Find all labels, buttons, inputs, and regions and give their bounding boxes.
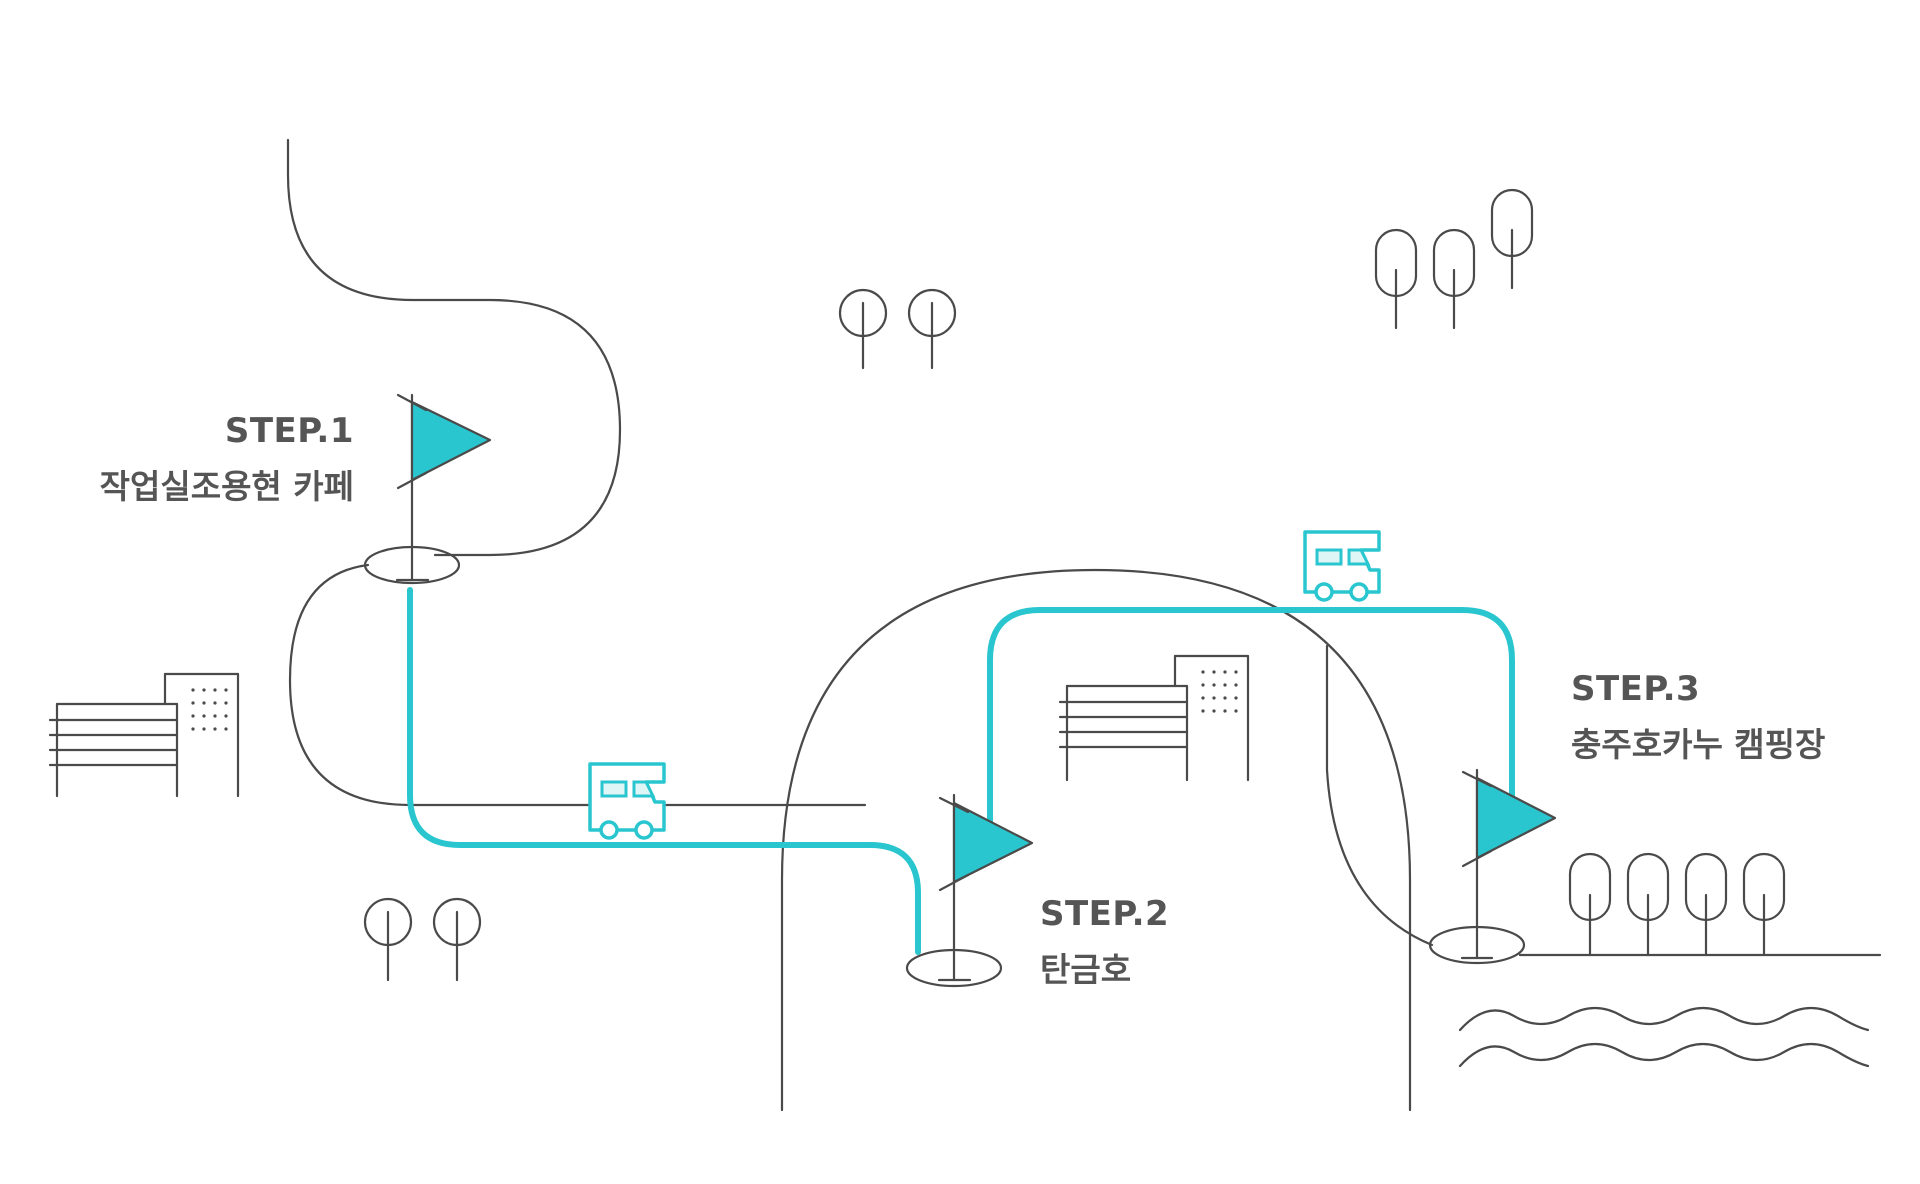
campervan-icon [588, 762, 666, 840]
tree-icon [1374, 228, 1418, 330]
building-icon [1058, 654, 1250, 782]
step-3-label: STEP.3 [1571, 669, 1701, 709]
step-2-label: STEP.2 [1040, 894, 1170, 934]
flag-icon [905, 793, 1034, 988]
tree-icon [432, 897, 482, 982]
step-2-place-name: 탄금호 [1040, 950, 1132, 989]
building-icon [48, 672, 240, 798]
road-lines [286, 138, 1882, 1112]
water-wave-icon [1458, 1006, 1870, 1068]
flag-icon [1428, 768, 1557, 965]
tree-icon [1684, 852, 1728, 957]
tree-icon [1568, 852, 1612, 957]
tree-icon [363, 897, 413, 982]
tree-icon [1626, 852, 1670, 957]
step-1-place-name: 작업실조용현 카페 [99, 467, 354, 506]
tree-icon [1742, 852, 1786, 957]
step-3-place-name: 충주호카누 캠핑장 [1571, 725, 1826, 764]
tree-icon [1432, 228, 1476, 330]
flag-icon [363, 393, 492, 585]
tree-icon [907, 288, 957, 370]
step-1-label: STEP.1 [224, 411, 354, 451]
campervan-icon [1303, 530, 1381, 602]
tree-icon [838, 288, 888, 370]
travel-route-line [407, 587, 921, 955]
travel-route-line-2 [987, 607, 1515, 831]
tree-icon [1490, 188, 1534, 290]
